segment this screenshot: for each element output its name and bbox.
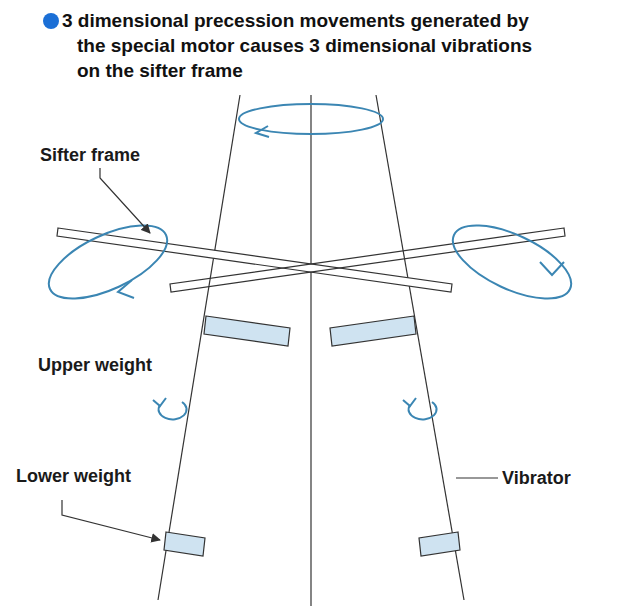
part-label: Lower weight	[14, 465, 133, 487]
leader-line	[100, 168, 150, 233]
rotation-arrowhead	[403, 398, 416, 406]
center-axis	[310, 95, 311, 606]
vibrator-line	[158, 95, 240, 600]
sifter-frame-bar	[170, 228, 565, 292]
leader-line	[456, 477, 498, 478]
rotation-arrow	[409, 402, 437, 419]
lower-weight	[164, 532, 205, 556]
rotation-arrowhead	[256, 126, 269, 137]
rotation-arrowhead	[118, 280, 134, 298]
part-label: Sifter frame	[38, 144, 142, 166]
rotation-arrowhead	[540, 262, 564, 275]
title-bullet	[43, 13, 59, 29]
rotation-arrowhead	[153, 398, 166, 406]
leader-line	[62, 500, 160, 540]
part-label: Upper weight	[36, 354, 154, 376]
upper-weight	[330, 316, 416, 346]
upper-weight	[204, 316, 290, 346]
vibration-ellipse	[443, 210, 582, 313]
diagram-title: 3 dimensional precession movements gener…	[62, 8, 557, 83]
lower-weight	[419, 532, 460, 556]
vibrator-line	[376, 95, 464, 600]
vibration-ellipse	[39, 210, 178, 313]
rotation-arrow	[159, 402, 187, 419]
part-label: Vibrator	[500, 467, 573, 489]
